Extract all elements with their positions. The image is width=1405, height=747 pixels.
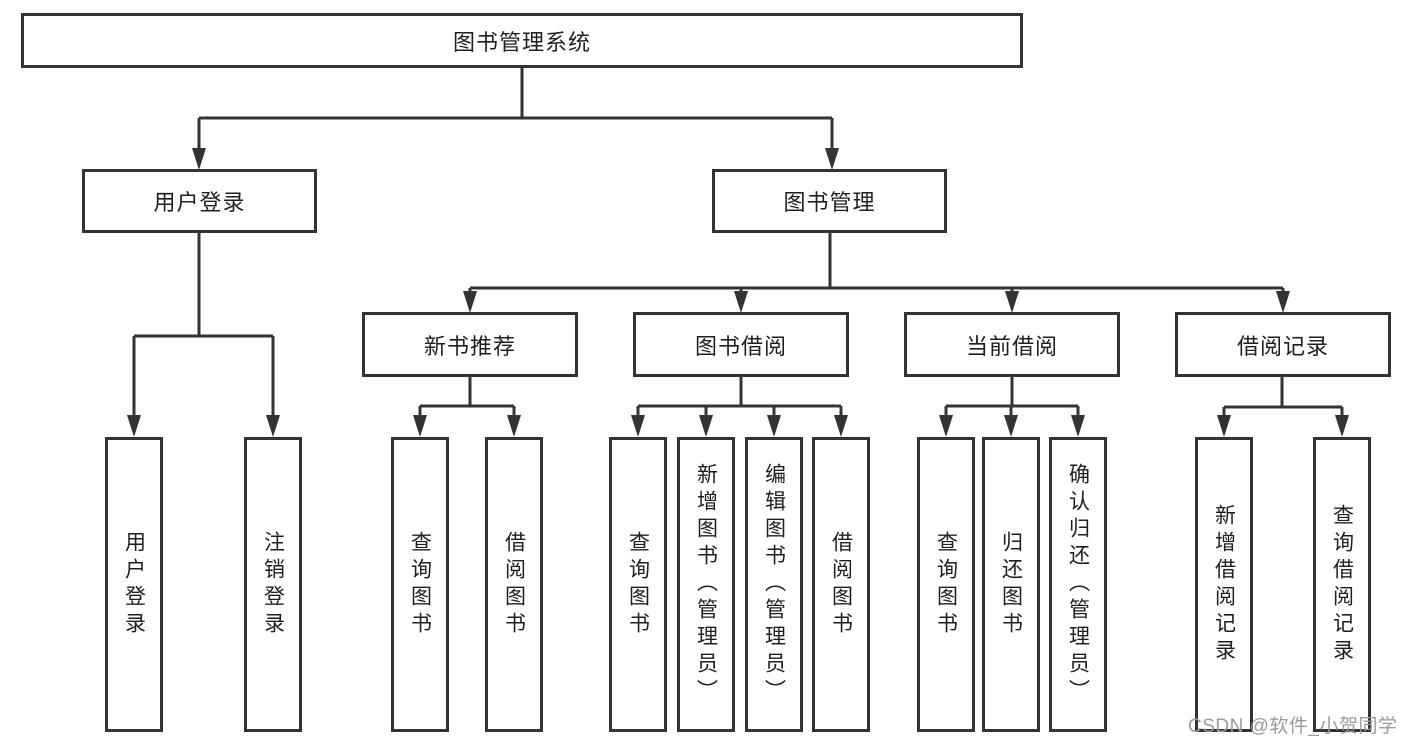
arrowhead-down: [192, 148, 206, 170]
leaf-logout: 注销登录: [244, 437, 302, 732]
leaf-label: 新增图书（管理员）: [694, 463, 718, 706]
leaf-query-borrow-record: 查询借阅记录: [1313, 437, 1371, 732]
arrowhead-down: [1005, 291, 1019, 313]
leaf-label: 确认归还（管理员）: [1066, 463, 1090, 706]
leaf-label: 编辑图书（管理员）: [762, 463, 786, 706]
arrowhead-down: [631, 415, 645, 437]
leaf-label: 查询图书: [934, 530, 958, 639]
edge-login-to-leaves: [127, 233, 280, 437]
csdn-watermark: CSDN @软件_小贺同学: [1188, 716, 1398, 737]
edge-root-to-level2: [192, 68, 839, 170]
leaf-label: 用户登录: [122, 530, 146, 639]
node-label: 借阅记录: [1236, 333, 1329, 359]
arrowhead-down: [1071, 415, 1085, 437]
leaf-add-borrow-record: 新增借阅记录: [1195, 437, 1253, 732]
arrowhead-down: [834, 415, 848, 437]
node-book-management: 图书管理: [712, 169, 947, 233]
node-label: 图书管理系统: [452, 29, 591, 55]
edge-line: [468, 233, 1285, 293]
arrowhead-down: [734, 291, 748, 313]
arrowhead-down: [767, 415, 781, 437]
leaf-label: 借阅图书: [502, 530, 526, 639]
arrowhead-down: [1217, 415, 1231, 437]
leaf-edit-books-admin: 编辑图书（管理员）: [745, 437, 803, 732]
node-label: 图书管理: [783, 190, 876, 215]
node-user-login: 用户登录: [82, 169, 317, 233]
node-label: 用户登录: [153, 190, 246, 215]
arrowhead-down: [825, 148, 839, 170]
edge-line: [1222, 375, 1344, 418]
node-label: 图书借阅: [694, 333, 787, 359]
leaf-query-books: 查询图书: [391, 437, 449, 732]
node-current-borrowing: 当前借阅: [904, 312, 1120, 377]
arrowhead-down: [939, 415, 953, 437]
node-new-book-recommend: 新书推荐: [362, 312, 578, 377]
node-label: 新书推荐: [423, 333, 516, 359]
leaf-confirm-return-admin: 确认归还（管理员）: [1049, 437, 1107, 732]
leaf-label: 归还图书: [999, 530, 1023, 639]
arrowhead-down: [127, 415, 141, 437]
arrowhead-down: [1335, 415, 1349, 437]
leaf-query-books: 查询图书: [609, 437, 667, 732]
leaf-borrow-books: 借阅图书: [485, 437, 543, 732]
edge-line: [636, 377, 843, 418]
arrowhead-down: [266, 415, 280, 437]
edge-newbook-to-leaves: [413, 377, 521, 437]
node-label: 当前借阅: [965, 333, 1058, 359]
arrowhead-down: [507, 415, 521, 437]
arrowhead-down: [1004, 415, 1018, 437]
leaf-label: 查询图书: [408, 530, 432, 639]
node-borrowing-records: 借阅记录: [1175, 312, 1391, 377]
leaf-label: 注销登录: [261, 530, 285, 639]
leaf-return-books: 归还图书: [982, 437, 1040, 732]
leaf-label: 新增借阅记录: [1212, 503, 1236, 666]
leaf-query-books: 查询图书: [917, 437, 975, 732]
edge-line: [418, 377, 516, 418]
leaf-label: 借阅图书: [829, 530, 853, 639]
edge-records-to-leaves: [1217, 375, 1349, 437]
arrowhead-down: [413, 415, 427, 437]
edge-line: [944, 377, 1080, 418]
leaf-borrow-books: 借阅图书: [812, 437, 870, 732]
arrowhead-down: [1276, 291, 1290, 313]
edge-management-to-groups: [463, 233, 1290, 313]
leaf-add-books-admin: 新增图书（管理员）: [677, 437, 735, 732]
edge-borrow-to-leaves: [631, 377, 848, 437]
leaf-label: 查询借阅记录: [1330, 503, 1354, 666]
edge-line: [197, 68, 834, 150]
leaf-user-login: 用户登录: [105, 437, 163, 732]
node-book-borrowing: 图书借阅: [633, 312, 849, 377]
edge-current-to-leaves: [939, 377, 1085, 437]
node-root-system: 图书管理系统: [21, 13, 1023, 68]
leaf-label: 查询图书: [626, 530, 650, 639]
arrowhead-down: [463, 291, 477, 313]
arrowhead-down: [699, 415, 713, 437]
edge-line: [132, 233, 275, 418]
